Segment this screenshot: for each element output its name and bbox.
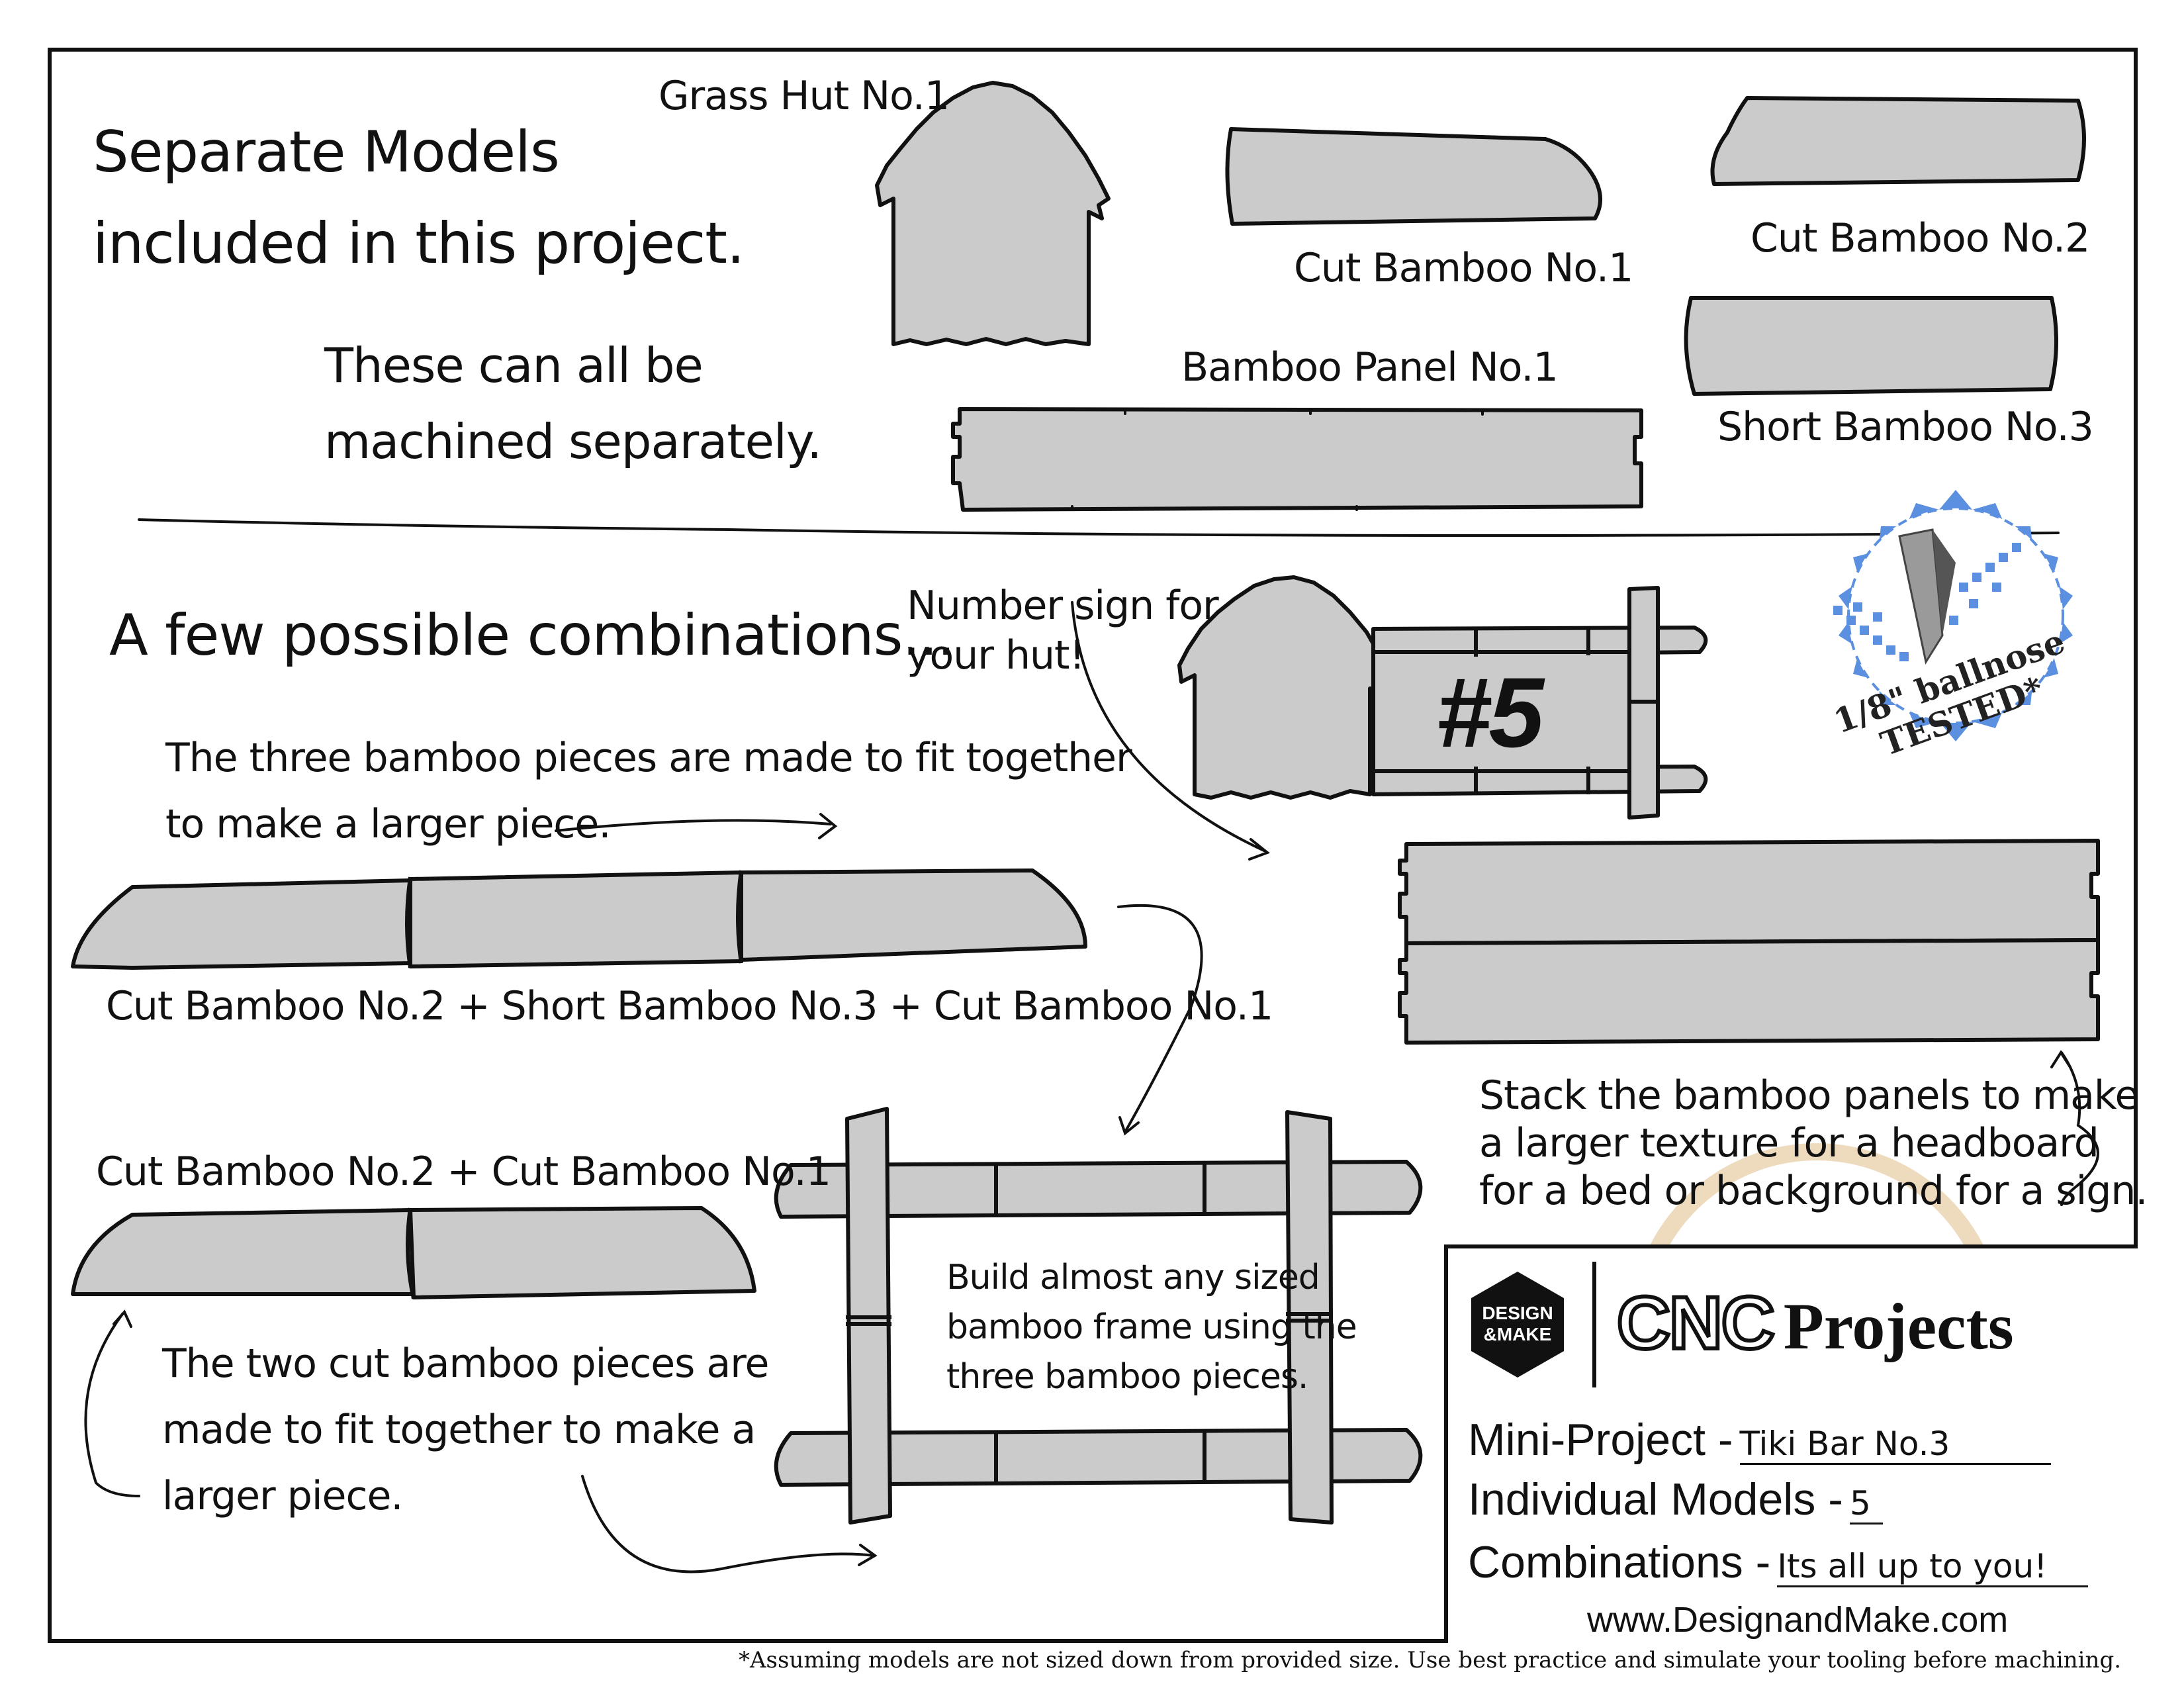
section-divider xyxy=(138,518,2060,537)
page-frame xyxy=(48,48,2138,1643)
three-piece-right xyxy=(739,868,1087,962)
arrow-stack xyxy=(2060,1051,2099,1206)
cnc-text: CNC xyxy=(1615,1280,1777,1366)
short-bamboo-3-model xyxy=(1684,296,2058,396)
stacked-panel-top xyxy=(1398,839,2100,945)
panel-marks xyxy=(1071,409,1484,511)
project-info-block: DESIGN &MAKE CNC Projects Mini-Project -… xyxy=(1444,1244,2138,1643)
two-piece-bamboo xyxy=(71,1208,416,1296)
label-bamboo-panel-1: Bamboo Panel No.1 xyxy=(1181,344,1559,391)
logo-divider xyxy=(1592,1262,1596,1387)
website: www.DesignandMake.com xyxy=(1587,1600,2009,1640)
note-line1: These can all be xyxy=(324,338,704,393)
title-line1: Separate Models xyxy=(93,119,560,185)
sign-rail-joints xyxy=(1474,628,1590,794)
three-piece-joints xyxy=(405,870,743,968)
label-cut-bamboo-1: Cut Bamboo No.1 xyxy=(1294,245,1633,291)
stack-line2: a larger texture for a headboard xyxy=(1479,1120,2099,1166)
frame-rail-bottom xyxy=(774,1428,1423,1487)
stacked-panel-bottom xyxy=(1398,938,2100,1045)
three-piece-line1: The three bamboo pieces are made to fit … xyxy=(165,735,1132,781)
cut-bamboo-1-model xyxy=(1225,127,1602,226)
two-piece-line1: The two cut bamboo pieces are xyxy=(162,1340,769,1387)
frame-rail-top xyxy=(774,1160,1423,1219)
bamboo-panel-1-model xyxy=(951,407,1643,512)
sign-note-line1: Number sign for xyxy=(907,583,1219,629)
cut-bamboo-2-model xyxy=(1710,96,2086,186)
frame-post-joints xyxy=(846,1312,1333,1326)
arrow-frame xyxy=(1117,904,1203,1133)
sign-number: #5 xyxy=(1436,657,1544,768)
arrow-two-piece-frame xyxy=(581,1475,875,1573)
logo-bottom-text: &MAKE xyxy=(1483,1324,1552,1344)
sign-rail-bottom xyxy=(1371,765,1708,796)
label-grass-hut: Grass Hut No.1 xyxy=(659,73,950,119)
design-make-logo: DESIGN &MAKE xyxy=(1468,1268,1567,1381)
ballnose-badge xyxy=(1833,490,2073,741)
three-piece-middle xyxy=(408,870,743,968)
sign-note-line2: your hut! xyxy=(907,632,1085,679)
combinations-row: Combinations -Its all up to you! xyxy=(1468,1536,2089,1588)
two-piece-joint xyxy=(406,1207,416,1299)
arrowhead xyxy=(1118,1116,1140,1136)
cnc-projects-brand: CNC Projects xyxy=(1615,1280,2014,1366)
frame-line1: Build almost any sized xyxy=(946,1258,1320,1297)
individual-models-label: Individual Models - xyxy=(1468,1474,1843,1524)
label-cut-bamboo-2: Cut Bamboo No.2 xyxy=(1751,215,2090,261)
grass-hut-model xyxy=(875,81,1111,346)
combinations-label: Combinations - xyxy=(1468,1537,1771,1587)
individual-models-value: 5 xyxy=(1849,1484,1883,1524)
mini-project-value: Tiki Bar No.3 xyxy=(1739,1425,2051,1465)
logo-top-text: DESIGN xyxy=(1482,1303,1553,1323)
three-piece-line2: to make a larger piece. xyxy=(165,801,611,847)
stack-line1: Stack the bamboo panels to make xyxy=(1479,1072,2139,1119)
frame-line2: bamboo frame using the xyxy=(946,1307,1357,1347)
title-line2: included in this project. xyxy=(93,211,745,277)
frame-line3: three bamboo pieces. xyxy=(946,1357,1308,1397)
arrowhead xyxy=(858,1544,878,1566)
arrow-two-piece xyxy=(84,1313,140,1497)
note-line2: machined separately. xyxy=(324,414,822,469)
frame-post-right xyxy=(1285,1110,1334,1524)
projects-text: Projects xyxy=(1783,1289,2014,1363)
arrowhead xyxy=(2050,1050,2071,1068)
arrow-three-piece xyxy=(555,819,832,832)
two-piece-line2: made to fit together to make a xyxy=(162,1407,756,1453)
arrow-sign xyxy=(1071,601,1265,852)
frame-rail-joints xyxy=(994,1162,1206,1485)
arrowhead xyxy=(113,1309,132,1328)
hexagon-logo-icon xyxy=(1471,1272,1564,1378)
sign-rail-top xyxy=(1371,626,1708,657)
two-piece-caption: Cut Bamboo No.2 + Cut Bamboo No.1 xyxy=(96,1149,831,1195)
arrowhead xyxy=(818,813,838,839)
label-short-bamboo-3: Short Bamboo No.3 xyxy=(1717,404,2094,450)
three-piece-caption: Cut Bamboo No.2 + Short Bamboo No.3 + Cu… xyxy=(106,983,1273,1029)
mini-project-row: Mini-Project -Tiki Bar No.3 xyxy=(1468,1414,2051,1466)
footnote: *Assuming models are not sized down from… xyxy=(739,1647,2122,1673)
three-piece-bamboo xyxy=(71,878,412,970)
two-piece-line3: larger piece. xyxy=(162,1473,403,1519)
arrowhead xyxy=(1248,838,1271,861)
combinations-heading: A few possible combinations... xyxy=(109,602,955,669)
individual-models-row: Individual Models -5 xyxy=(1468,1474,1883,1525)
mini-project-label: Mini-Project - xyxy=(1468,1415,1733,1465)
two-piece-right xyxy=(408,1206,756,1299)
combinations-value: Its all up to you! xyxy=(1777,1547,2089,1587)
stack-line3: for a bed or background for a sign. xyxy=(1479,1168,2148,1214)
